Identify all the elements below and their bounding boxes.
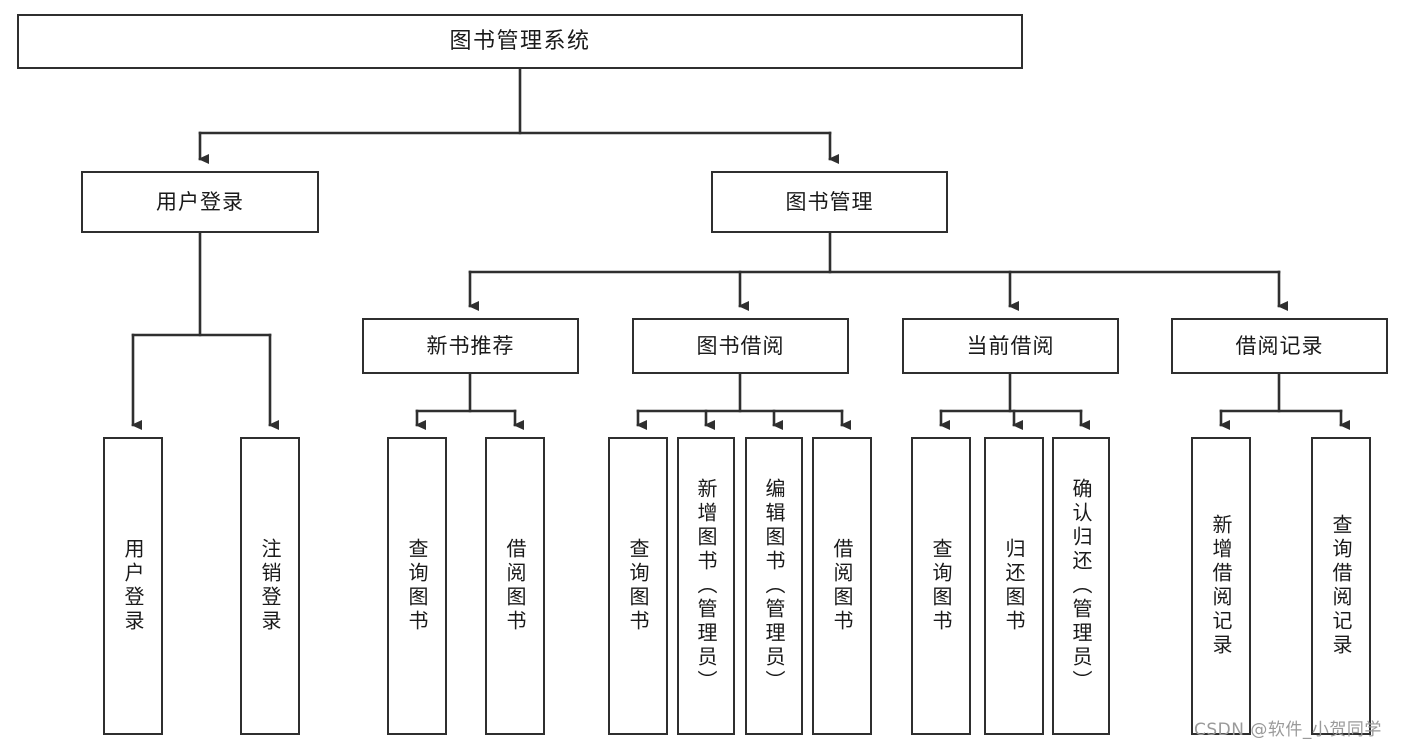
node-leaf-edit-book[interactable]: 编辑图书（管理员） — [745, 437, 803, 735]
node-leaf-add-book[interactable]: 新增图书（管理员） — [677, 437, 735, 735]
node-leaf-add-record-label: 新增借阅记录 — [1209, 514, 1233, 658]
node-book-manage[interactable]: 图书管理 — [711, 171, 948, 233]
node-leaf-query-book-3-label: 查询图书 — [929, 538, 953, 634]
node-leaf-edit-book-label: 编辑图书（管理员） — [762, 478, 786, 694]
node-leaf-add-record[interactable]: 新增借阅记录 — [1191, 437, 1251, 735]
node-user-login[interactable]: 用户登录 — [81, 171, 319, 233]
node-leaf-user-login[interactable]: 用户登录 — [103, 437, 163, 735]
node-book-borrow-label: 图书借阅 — [696, 333, 785, 358]
node-current-borrow[interactable]: 当前借阅 — [902, 318, 1119, 374]
node-leaf-query-book-3[interactable]: 查询图书 — [911, 437, 971, 735]
node-leaf-borrow-book-2-label: 借阅图书 — [830, 538, 854, 634]
node-leaf-logout[interactable]: 注销登录 — [240, 437, 300, 735]
node-leaf-query-book-1[interactable]: 查询图书 — [387, 437, 447, 735]
watermark: CSDN @软件_小贺同学 — [1194, 720, 1382, 740]
node-leaf-user-login-label: 用户登录 — [121, 538, 145, 634]
node-user-login-label: 用户登录 — [156, 189, 244, 214]
node-book-manage-label: 图书管理 — [785, 189, 874, 214]
node-root-label: 图书管理系统 — [449, 28, 591, 54]
node-leaf-query-book-2[interactable]: 查询图书 — [608, 437, 668, 735]
node-leaf-confirm-return[interactable]: 确认归还（管理员） — [1052, 437, 1110, 735]
node-leaf-return-book[interactable]: 归还图书 — [984, 437, 1044, 735]
node-new-book-recommend[interactable]: 新书推荐 — [362, 318, 579, 374]
node-leaf-add-book-label: 新增图书（管理员） — [694, 478, 718, 694]
node-leaf-logout-label: 注销登录 — [258, 538, 282, 634]
node-leaf-query-record-label: 查询借阅记录 — [1329, 514, 1353, 658]
node-leaf-query-book-2-label: 查询图书 — [626, 538, 650, 634]
node-borrow-record-label: 借阅记录 — [1235, 333, 1324, 358]
node-leaf-borrow-book-2[interactable]: 借阅图书 — [812, 437, 872, 735]
node-leaf-confirm-return-label: 确认归还（管理员） — [1069, 478, 1093, 694]
node-new-book-recommend-label: 新书推荐 — [426, 333, 515, 358]
node-leaf-borrow-book-1[interactable]: 借阅图书 — [485, 437, 545, 735]
node-leaf-query-record[interactable]: 查询借阅记录 — [1311, 437, 1371, 735]
node-current-borrow-label: 当前借阅 — [966, 333, 1055, 358]
node-book-borrow[interactable]: 图书借阅 — [632, 318, 849, 374]
node-leaf-query-book-1-label: 查询图书 — [405, 538, 429, 634]
node-leaf-return-book-label: 归还图书 — [1002, 538, 1026, 634]
node-root[interactable]: 图书管理系统 — [17, 14, 1023, 69]
node-leaf-borrow-book-1-label: 借阅图书 — [503, 538, 527, 634]
node-borrow-record[interactable]: 借阅记录 — [1171, 318, 1388, 374]
